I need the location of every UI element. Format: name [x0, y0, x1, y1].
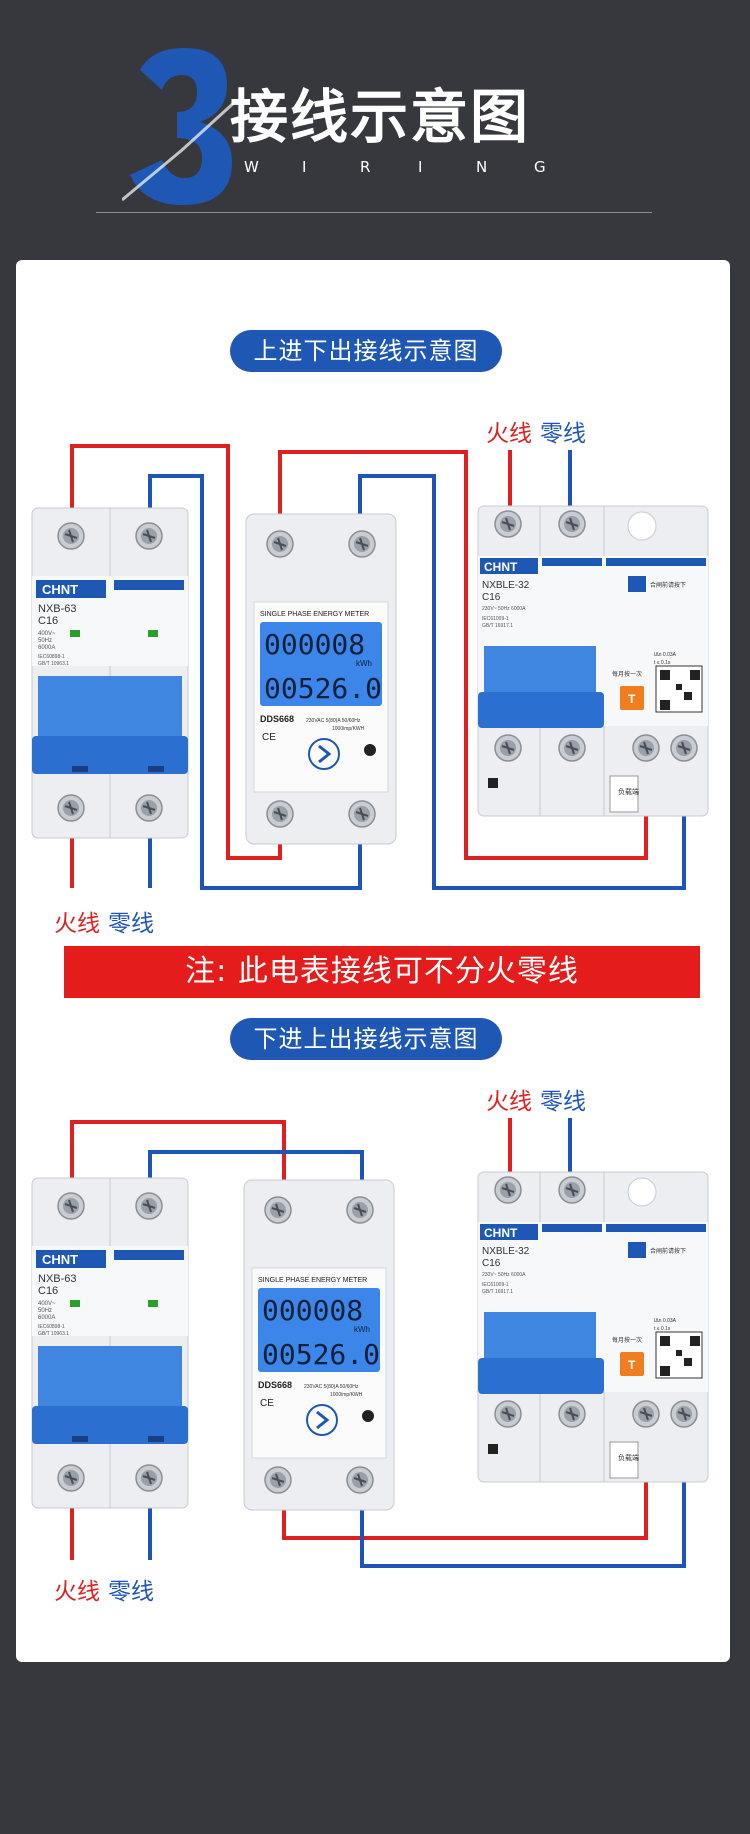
header-number-graphic	[122, 48, 239, 205]
subtitle-letter: R	[360, 158, 371, 176]
neutral-label: 零线	[540, 421, 586, 447]
subtitle-letter: I	[418, 158, 423, 176]
live-label: 火线	[54, 1579, 100, 1605]
subtitle-letter: G	[534, 158, 546, 176]
live-label: 火线	[486, 421, 532, 447]
note-banner: 注: 此电表接线可不分火零线	[64, 946, 700, 998]
section1-title: 上进下出接线示意图	[230, 330, 502, 372]
neutral-label: 零线	[540, 1089, 586, 1115]
page-title: 接线示意图	[230, 83, 531, 151]
subtitle-letter: W	[244, 158, 259, 176]
subtitle-letter: I	[302, 158, 307, 176]
neutral-label: 零线	[108, 1579, 154, 1605]
neutral-label: 零线	[108, 911, 154, 937]
live-label: 火线	[486, 1089, 532, 1115]
live-label: 火线	[54, 911, 100, 937]
header-divider	[96, 212, 652, 213]
section2-title: 下进上出接线示意图	[230, 1018, 502, 1060]
subtitle-letter: N	[476, 158, 488, 176]
